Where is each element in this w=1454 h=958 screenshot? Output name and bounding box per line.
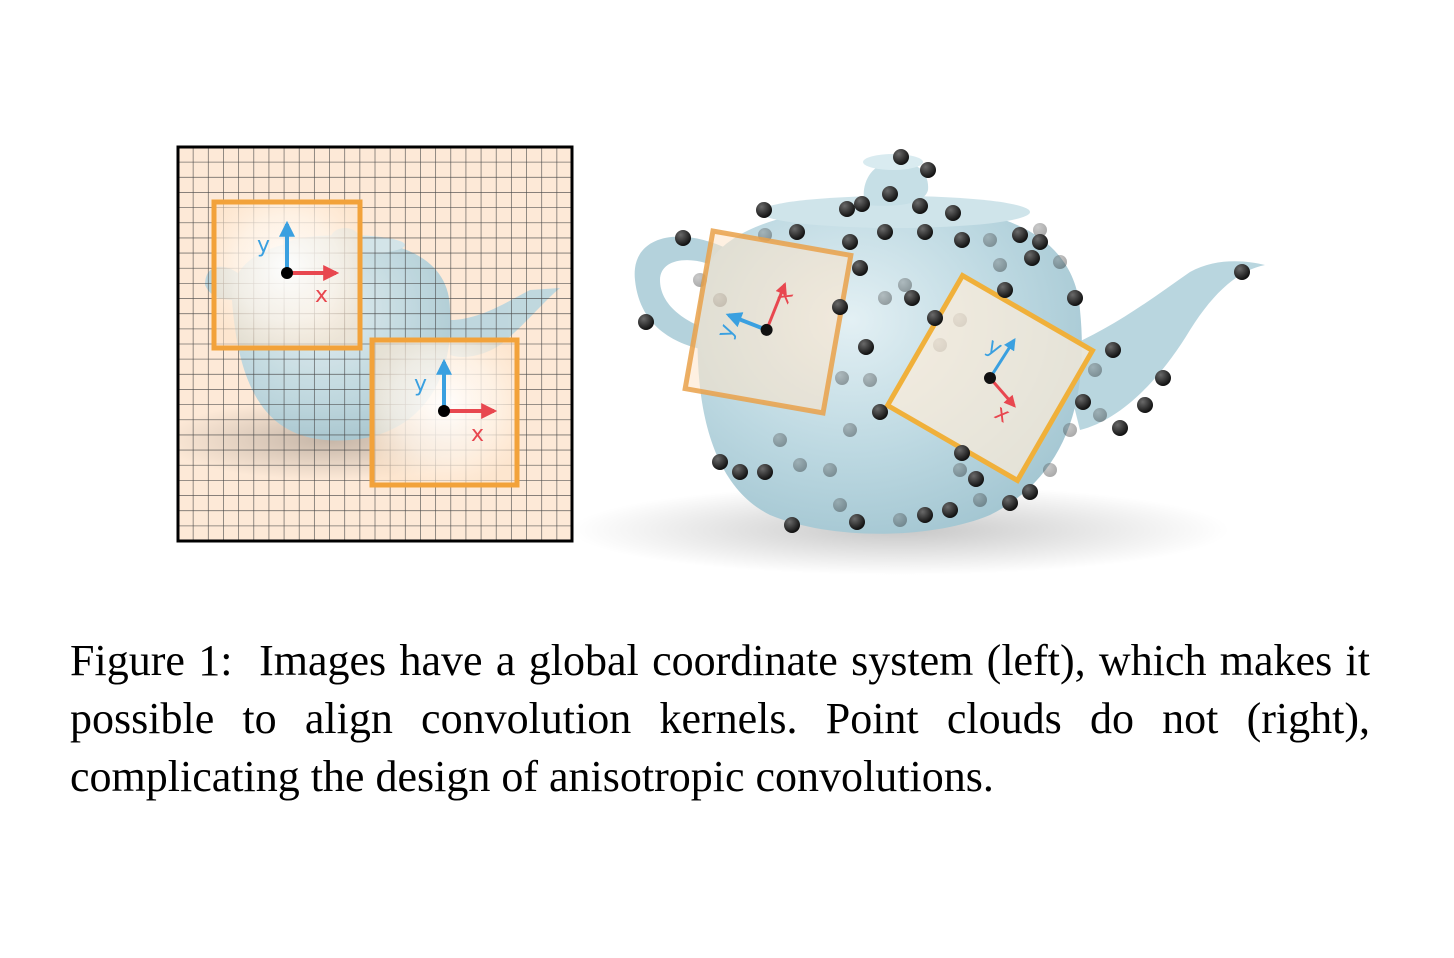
point-cloud-dot — [1043, 463, 1057, 477]
point-cloud-dot — [843, 423, 857, 437]
point-cloud-dot — [968, 471, 984, 487]
point-cloud-dot — [839, 201, 855, 217]
point-cloud-dot — [712, 454, 728, 470]
point-cloud-dot — [832, 299, 848, 315]
point-cloud-dot — [732, 464, 748, 480]
point-cloud-dot — [893, 149, 909, 165]
point-cloud-dot — [1033, 223, 1047, 237]
point-cloud-dot — [1155, 370, 1171, 386]
point-cloud-dot — [675, 230, 691, 246]
point-cloud-dot — [920, 162, 936, 178]
point-cloud-dot — [927, 310, 943, 326]
point-cloud-dot — [898, 278, 912, 292]
pointcloud-kernel-1: x y — [682, 228, 854, 416]
point-cloud-dot — [638, 314, 654, 330]
point-cloud-dot — [917, 224, 933, 240]
point-cloud-dot — [904, 290, 920, 306]
point-cloud-dot — [1234, 264, 1250, 280]
right-pointcloud-panel: x y x y — [570, 149, 1265, 575]
point-cloud-dot — [1112, 420, 1128, 436]
point-cloud-dot — [1053, 255, 1067, 269]
point-cloud-dot — [1088, 363, 1102, 377]
point-cloud-dot — [872, 404, 888, 420]
y-axis-label: y — [257, 233, 270, 258]
point-cloud-dot — [823, 463, 837, 477]
point-cloud-dot — [789, 224, 805, 240]
point-cloud-dot — [773, 433, 787, 447]
point-cloud-dot — [849, 514, 865, 530]
point-cloud-dot — [953, 463, 967, 477]
point-cloud-dot — [757, 464, 773, 480]
point-cloud-dot — [835, 371, 849, 385]
point-cloud-dot — [945, 205, 961, 221]
point-cloud-dot — [793, 458, 807, 472]
y-axis-label: y — [414, 372, 427, 397]
point-cloud-dot — [1022, 484, 1038, 500]
point-cloud-dot — [882, 186, 898, 202]
point-cloud-dot — [917, 507, 933, 523]
grid-kernel-1: x y — [211, 199, 363, 351]
point-cloud-dot — [878, 291, 892, 305]
grid-kernel-2: x y — [369, 337, 520, 488]
point-cloud-dot — [854, 196, 870, 212]
caption-text: Images have a global coordinate system (… — [70, 636, 1370, 801]
x-axis-label: x — [315, 283, 328, 308]
point-cloud-dot — [1063, 423, 1077, 437]
point-cloud-dot — [842, 234, 858, 250]
point-cloud-dot — [858, 339, 874, 355]
point-cloud-dot — [912, 198, 928, 214]
point-cloud-dot — [1032, 234, 1048, 250]
point-cloud-dot — [1067, 290, 1083, 306]
left-image-panel: x y x y — [176, 145, 574, 543]
figure-caption: Figure 1: Images have a global coordinat… — [70, 632, 1370, 806]
point-cloud-dot — [1024, 250, 1040, 266]
point-cloud-dot — [893, 513, 907, 527]
point-cloud-dot — [954, 232, 970, 248]
point-cloud-dot — [993, 258, 1007, 272]
point-cloud-dot — [997, 282, 1013, 298]
point-cloud-dot — [784, 517, 800, 533]
figure-label: Figure 1: — [70, 636, 233, 685]
point-cloud-dot — [1137, 397, 1153, 413]
point-cloud-dot — [756, 202, 772, 218]
point-cloud-dot — [863, 373, 877, 387]
point-cloud-dot — [1105, 342, 1121, 358]
point-cloud-dot — [1075, 394, 1091, 410]
x-axis-label: x — [471, 422, 484, 447]
point-cloud-dot — [983, 233, 997, 247]
point-cloud-dot — [954, 445, 970, 461]
point-cloud-dot — [1002, 495, 1018, 511]
point-cloud-dot — [942, 502, 958, 518]
point-cloud-dot — [833, 498, 847, 512]
point-cloud-dot — [973, 493, 987, 507]
point-cloud-dot — [1093, 408, 1107, 422]
point-cloud-dot — [852, 260, 868, 276]
point-cloud-dot — [877, 224, 893, 240]
pointcloud-kernel-2: x y — [884, 272, 1096, 484]
point-cloud-dot — [1012, 227, 1028, 243]
